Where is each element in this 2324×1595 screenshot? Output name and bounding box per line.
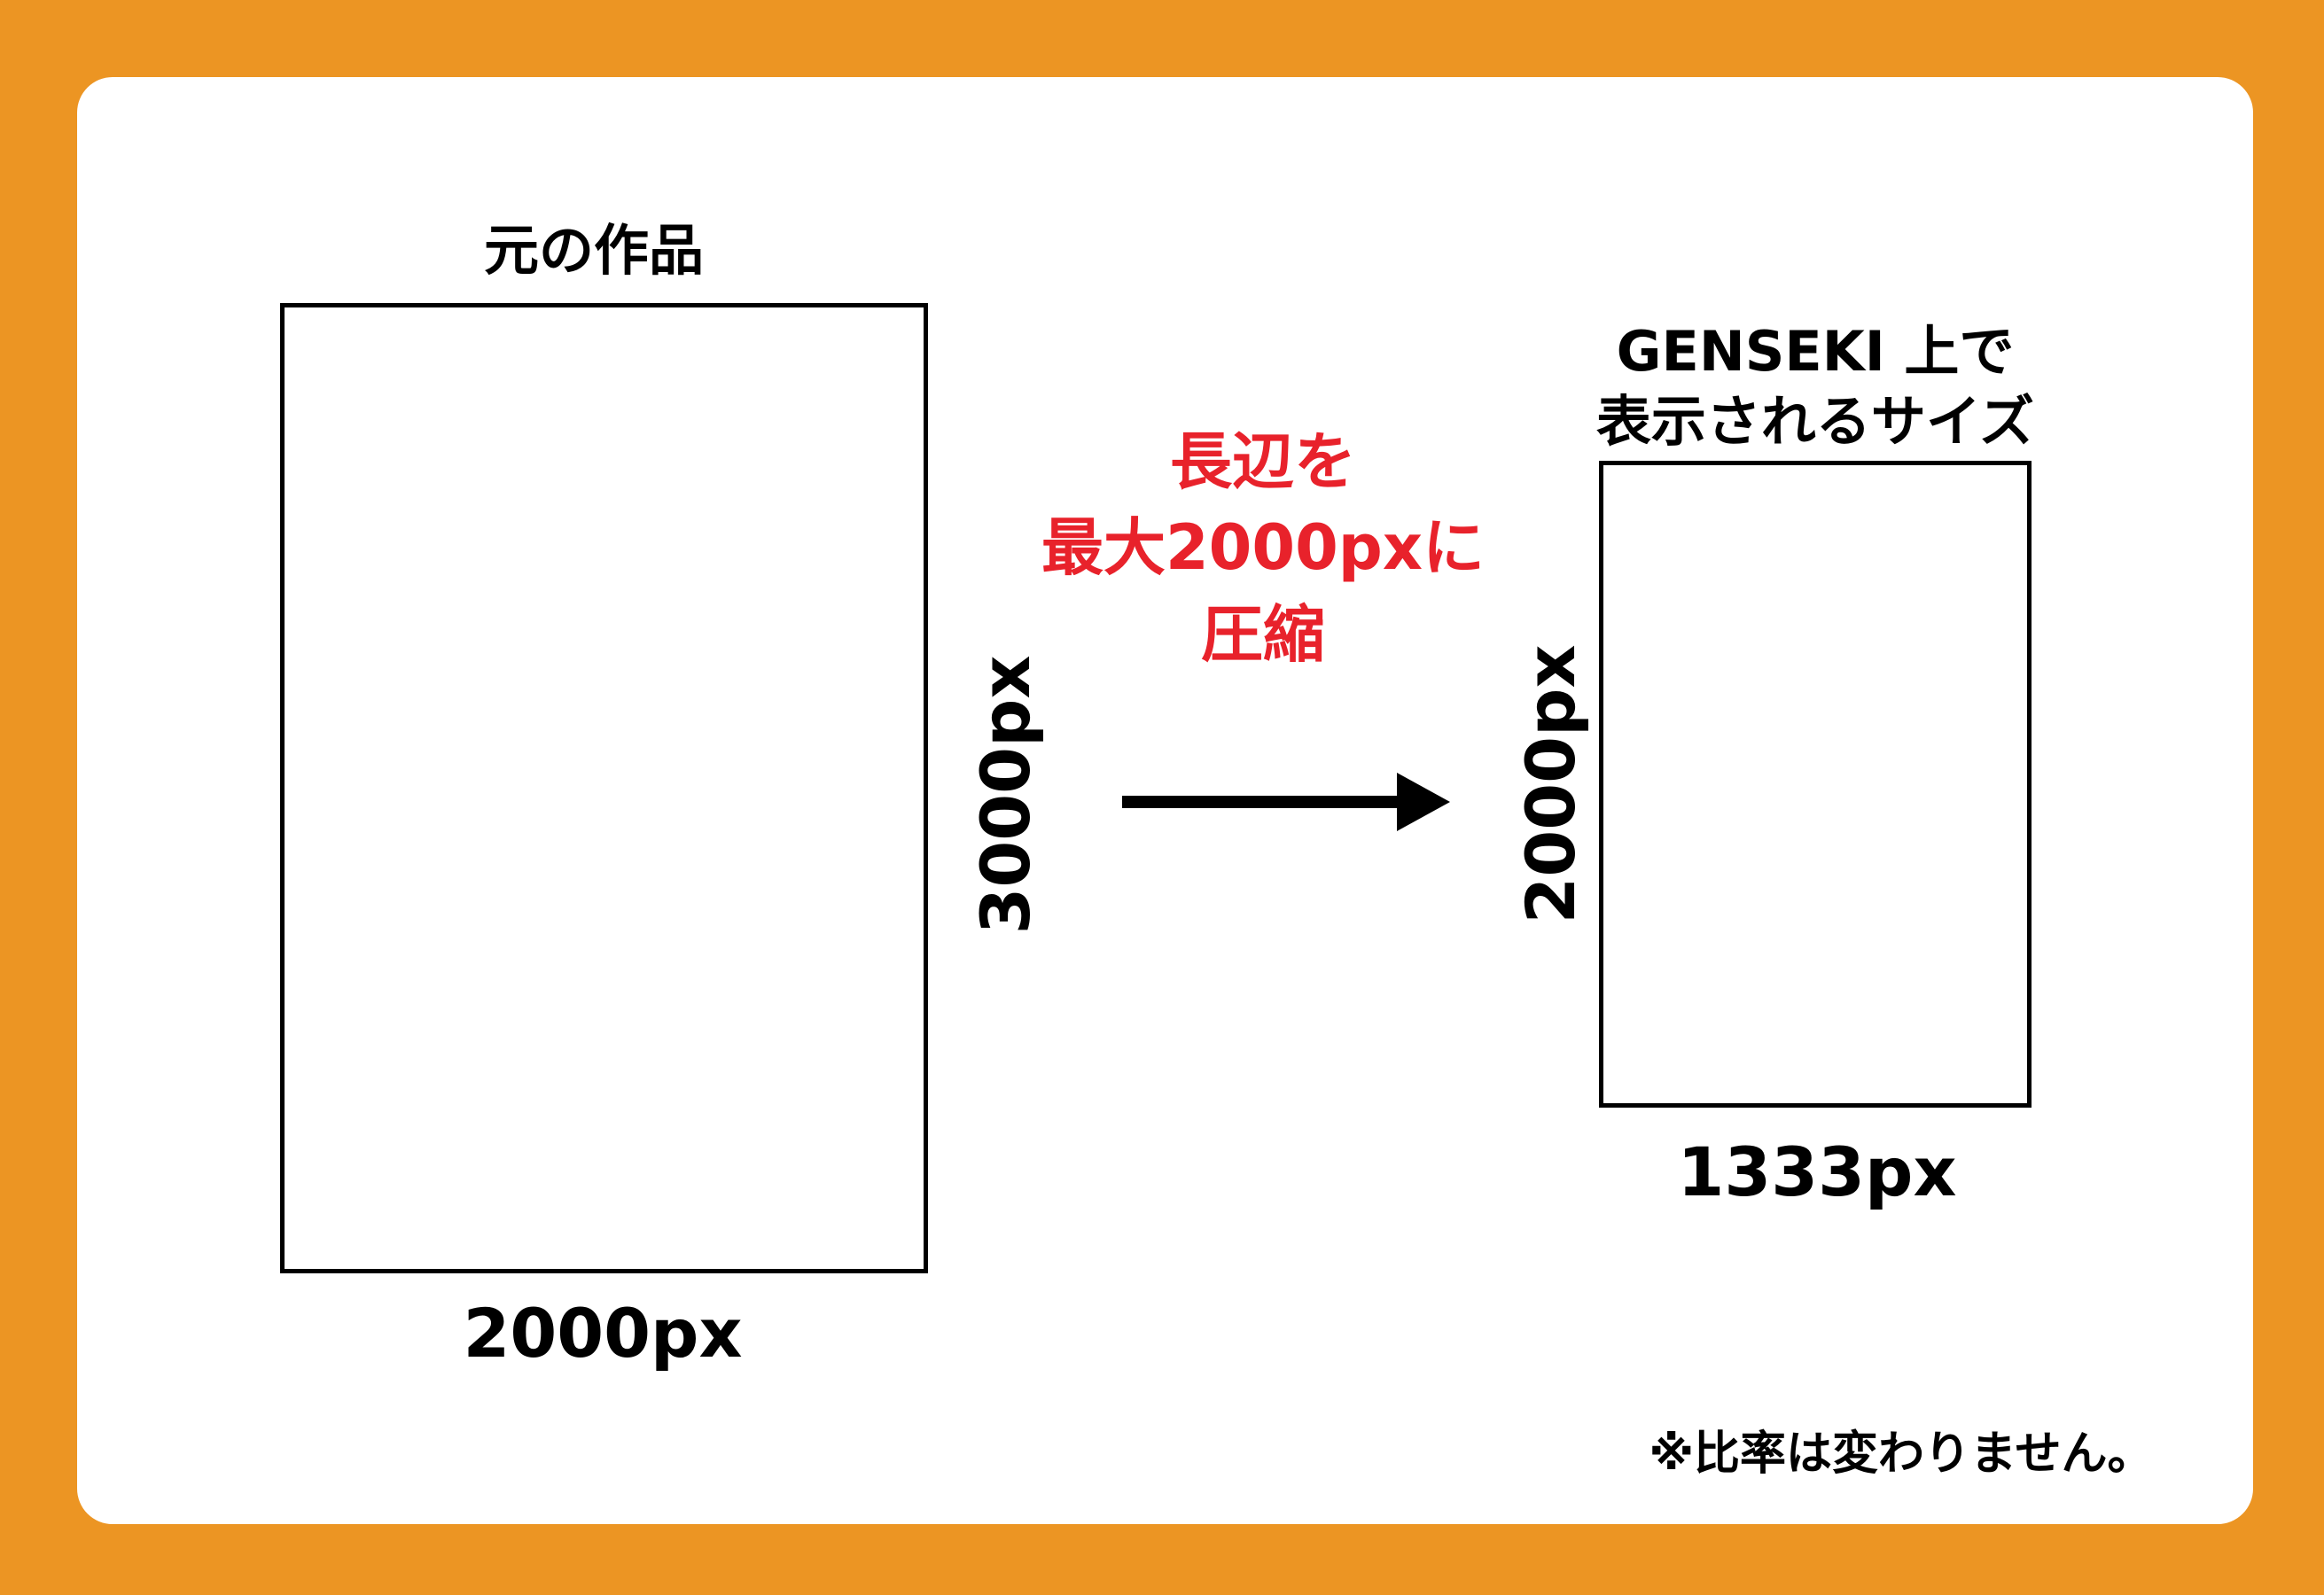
compress-note-line1: 長辺を [1170, 425, 1356, 498]
result-width-label: 1333px [1677, 1132, 1957, 1211]
compress-note-line3: 圧縮 [1201, 598, 1325, 671]
ratio-footnote: ※比率は変わりません。 [1649, 1428, 2154, 1481]
result-title-line2: 表示されるサイズ [1595, 389, 2035, 454]
result-title-line1: GENSEKI 上で [1616, 319, 2015, 384]
right-arrow-icon [1122, 773, 1450, 831]
compress-note-line2: 最大2000pxに [1041, 511, 1486, 584]
result-artwork-box [1599, 461, 2032, 1108]
result-height-label: 2000px [1511, 644, 1590, 924]
original-artwork-box [280, 303, 928, 1273]
original-height-label: 3000px [966, 655, 1045, 935]
original-width-label: 2000px [463, 1294, 743, 1373]
original-title: 元の作品 [483, 218, 704, 283]
